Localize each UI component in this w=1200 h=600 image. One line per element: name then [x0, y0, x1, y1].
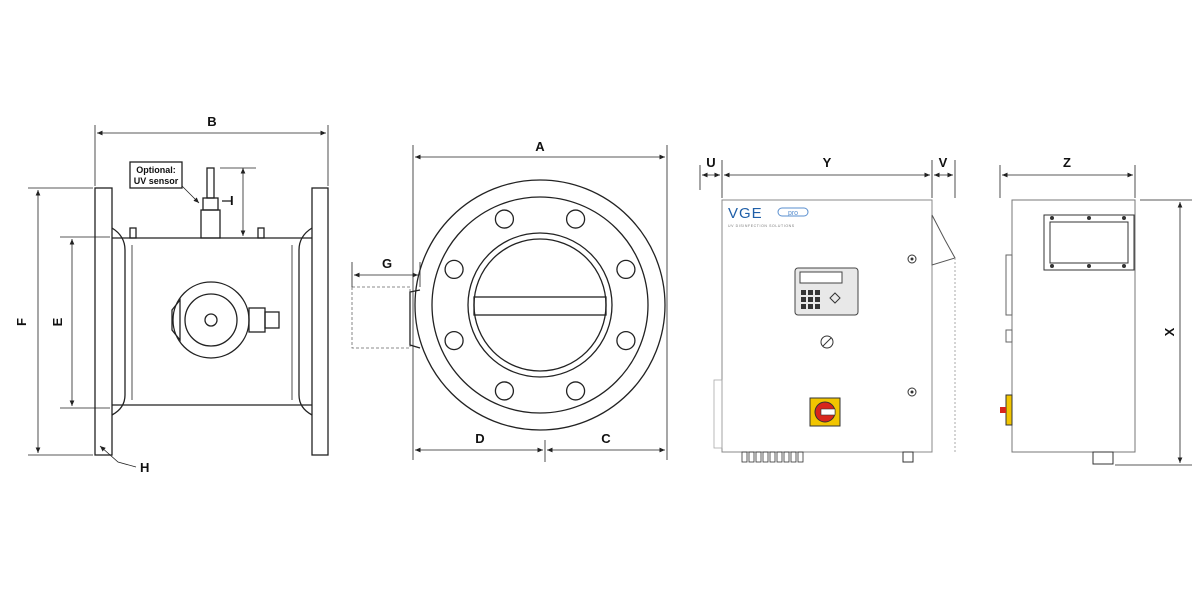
dim-label-u: U	[706, 155, 715, 170]
control-cabinet-side: Z X	[999, 155, 1192, 466]
bolt-hole	[444, 259, 464, 280]
dim-label-v: V	[939, 155, 948, 170]
dim-label-e: E	[50, 317, 65, 326]
reactor-end-view: A G D C	[351, 139, 668, 462]
keypad-key	[801, 304, 806, 309]
keypad-key	[801, 290, 806, 295]
dim-label-y: Y	[823, 155, 832, 170]
bolt-hole	[565, 209, 586, 229]
cable-gland	[762, 451, 769, 463]
main-switch	[809, 397, 841, 427]
svg-text:Optional:: Optional:	[136, 165, 176, 175]
vge-pro-logo: VGE pro UV DISINFECTION SOLUTIONS	[728, 205, 809, 228]
dim-label-i: I	[230, 193, 234, 208]
dim-label-c: C	[601, 431, 611, 446]
keypad-key	[808, 297, 813, 302]
cable-gland	[755, 451, 762, 463]
keypad-key	[808, 290, 813, 295]
bolt-hole	[616, 259, 636, 280]
keypad-key	[815, 304, 820, 309]
bolt-hole	[494, 381, 515, 401]
uv-sensor	[200, 167, 221, 239]
dim-label-b: B	[207, 114, 216, 129]
bolt-hole	[616, 330, 636, 351]
bolt-hole	[444, 330, 464, 351]
reactor-side-view: I Optional: UV sensor B F E	[14, 114, 329, 475]
sight-port	[171, 281, 280, 359]
svg-text:pro: pro	[788, 210, 798, 217]
uv-sensor-callout: Optional: UV sensor	[129, 161, 200, 204]
cable-gland	[902, 451, 914, 463]
dim-label-f: F	[14, 318, 29, 326]
cable-glands	[741, 451, 914, 463]
dim-label-a: A	[535, 139, 545, 154]
cable-gland	[776, 451, 783, 463]
controller-keypad	[794, 267, 859, 316]
dim-label-z: Z	[1063, 155, 1071, 170]
svg-text:UV sensor: UV sensor	[134, 176, 179, 186]
bolt-hole	[494, 209, 515, 229]
bolt-holes	[444, 209, 636, 401]
keypad-key	[801, 297, 806, 302]
cable-gland	[769, 451, 776, 463]
dim-label-g: G	[382, 256, 392, 271]
cable-gland	[790, 451, 797, 463]
cable-gland	[783, 451, 790, 463]
cable-gland	[741, 451, 748, 463]
dim-label-h: H	[140, 460, 149, 475]
bolt-hole	[565, 381, 586, 401]
keypad-key	[808, 304, 813, 309]
cable-gland	[797, 451, 804, 463]
keypad-key	[815, 297, 820, 302]
dim-label-d: D	[475, 431, 484, 446]
control-cabinet-front: VGE pro UV DISINFECTION SOLUTIONS U Y	[699, 155, 956, 463]
cable-gland	[748, 451, 755, 463]
svg-text:UV DISINFECTION SOLUTIONS: UV DISINFECTION SOLUTIONS	[728, 224, 795, 228]
dim-label-x: X	[1162, 327, 1177, 336]
svg-text:VGE: VGE	[728, 205, 763, 222]
keypad-key	[815, 290, 820, 295]
